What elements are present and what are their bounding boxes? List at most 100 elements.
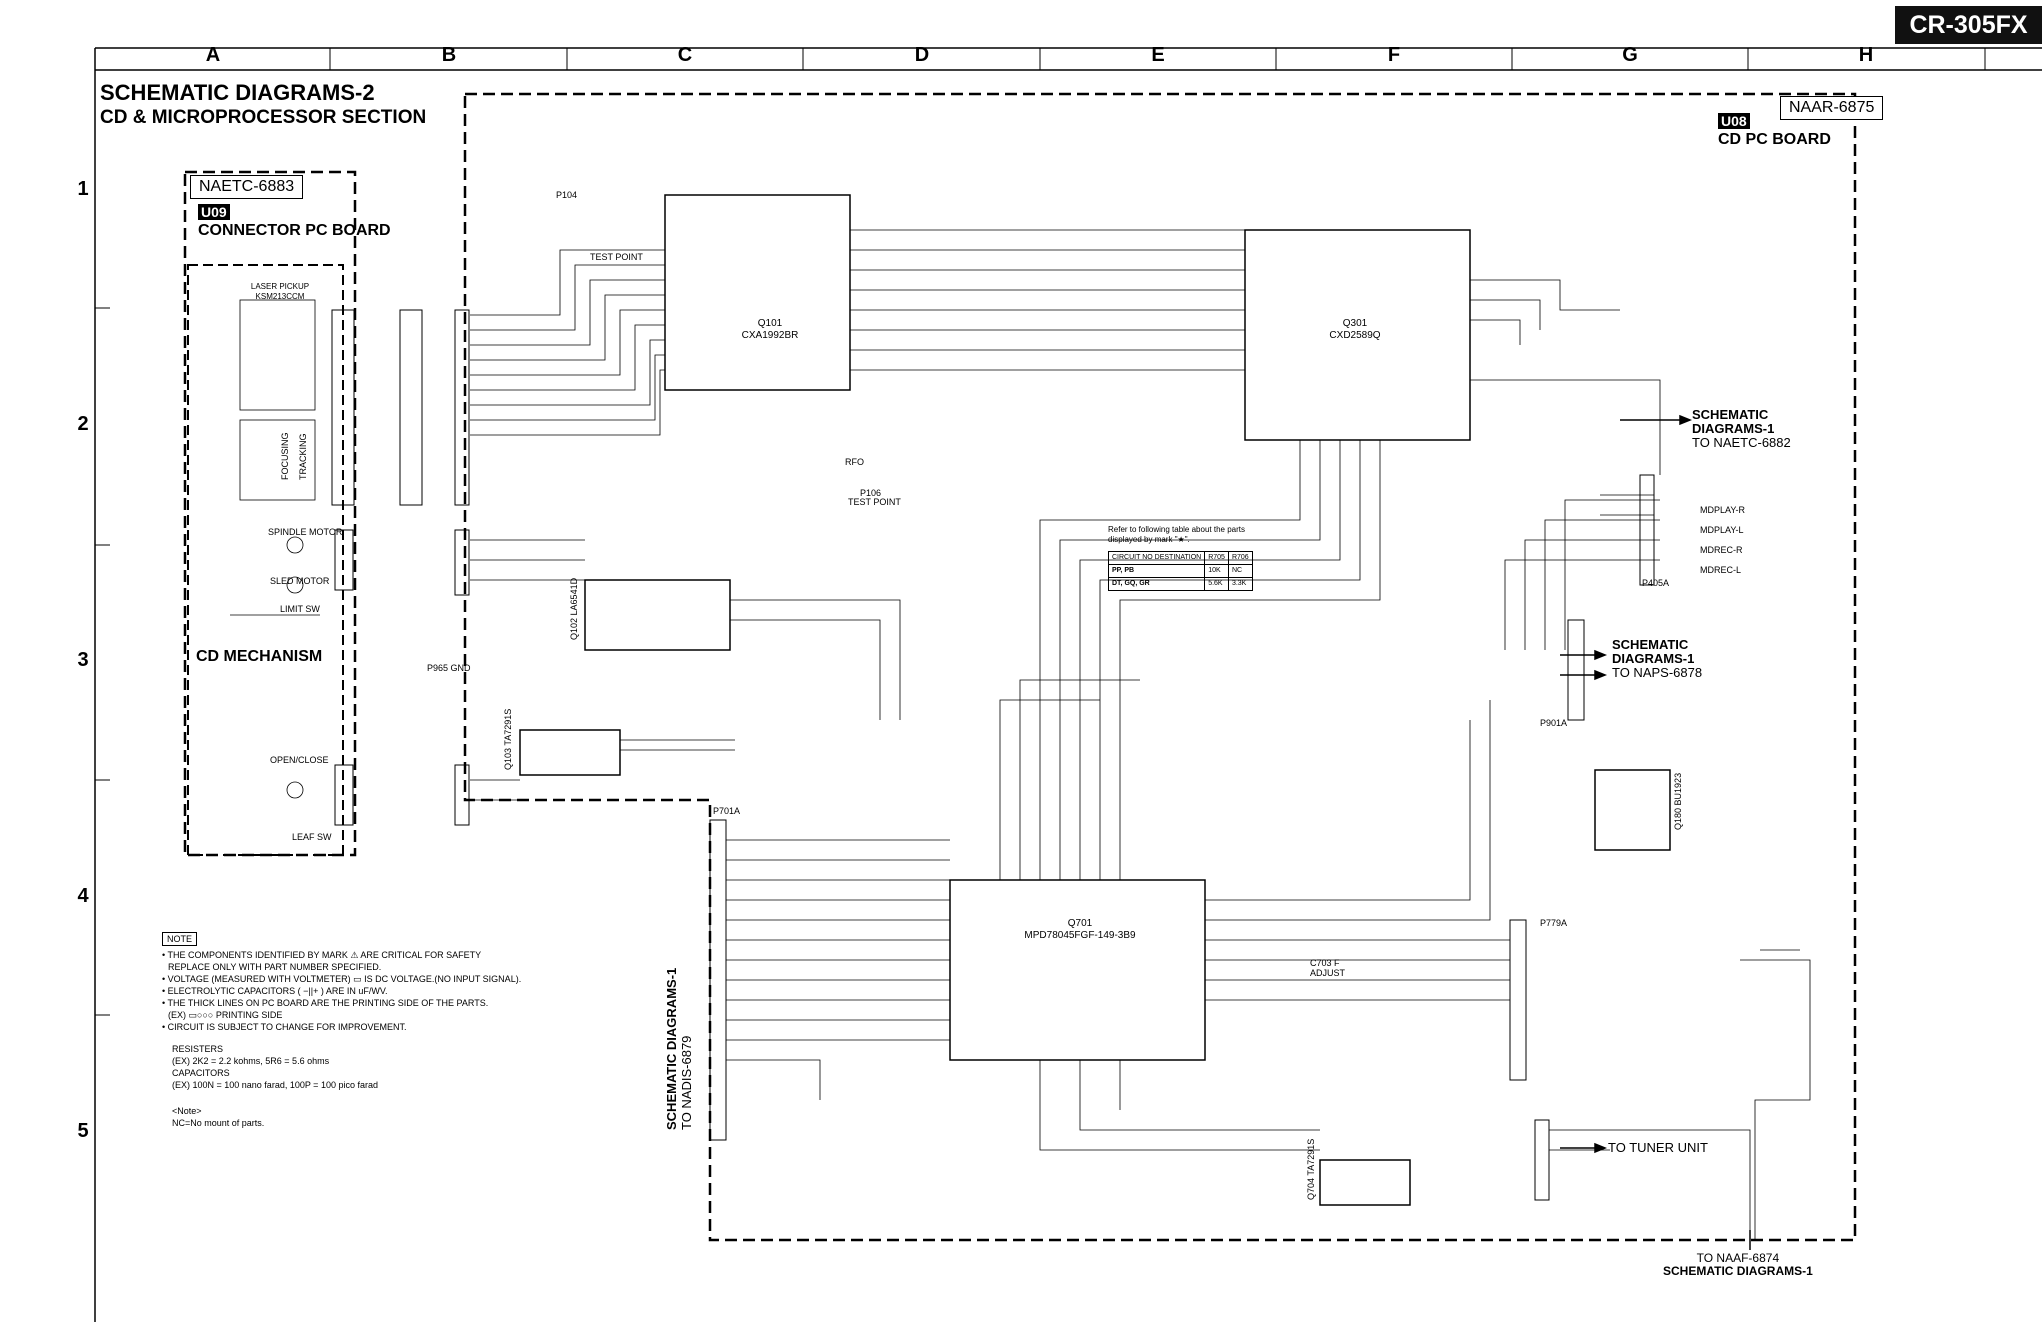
row-label-2: 2 bbox=[77, 413, 89, 435]
row-label-1: 1 bbox=[77, 178, 89, 200]
q704-label: Q704 TA7291S bbox=[1305, 1139, 1317, 1200]
p901a-label: P901A bbox=[1540, 718, 1568, 728]
p779a-label: P779A bbox=[1540, 918, 1568, 928]
note-item: • THE COMPONENTS IDENTIFIED BY MARK ⚠ AR… bbox=[162, 950, 482, 960]
q704-ref: Q704 bbox=[1306, 1177, 1316, 1200]
table-cell: PP, PB bbox=[1107, 564, 1206, 578]
f-adjust-label: C703 F ADJUST bbox=[1310, 958, 1346, 978]
row-label-3: 3 bbox=[77, 649, 89, 671]
column-label-f: F bbox=[1387, 44, 1401, 66]
cd-board-badge: U08 bbox=[1718, 113, 1750, 129]
q102-part: LA6541D bbox=[569, 577, 579, 616]
q180-label: Q180 BU1923 bbox=[1672, 773, 1684, 830]
q101-label: Q101 CXA1992BR bbox=[720, 318, 820, 342]
q103-label: Q103 TA7291S bbox=[502, 709, 514, 770]
q102-ref: Q102 bbox=[569, 617, 579, 640]
to-naetc-line2: DIAGRAMS-1 bbox=[1692, 421, 1775, 436]
table-cell: 3.3K bbox=[1227, 577, 1253, 591]
laser-pickup-label: LASER PICKUP KSM213CCM bbox=[240, 282, 320, 302]
to-naaf-line2: SCHEMATIC DIAGRAMS-1 bbox=[1663, 1264, 1813, 1278]
leaf-sw-label: LEAF SW bbox=[292, 832, 332, 842]
to-naaf-line1: TO NAAF-6874 bbox=[1696, 1251, 1780, 1265]
table-row: PP, PB 10K NC bbox=[1107, 564, 1253, 578]
resisters-example: (EX) 2K2 = 2.2 kohms, 5R6 = 5.6 ohms bbox=[172, 1056, 330, 1066]
test-point-label-2: TEST POINT bbox=[848, 497, 901, 507]
note2-title: <Note> bbox=[172, 1106, 202, 1116]
to-naps-line1: SCHEMATIC bbox=[1612, 637, 1689, 652]
q704-part: TA7291S bbox=[1306, 1138, 1316, 1176]
to-naetc-label: SCHEMATIC DIAGRAMS-1 TO NAETC-6882 bbox=[1692, 408, 1791, 450]
mdrec-l-label: MDREC-L bbox=[1700, 565, 1742, 575]
cd-board-label: U08 CD PC BOARD bbox=[1718, 113, 1831, 149]
column-label-g: G bbox=[1622, 44, 1638, 66]
note-item: • THE THICK LINES ON PC BOARD ARE THE PR… bbox=[162, 998, 489, 1008]
row-label-4: 4 bbox=[77, 885, 89, 907]
mdplay-l-label: MDPLAY-L bbox=[1700, 525, 1744, 535]
to-nadis-line1: SCHEMATIC DIAGRAMS-1 bbox=[664, 967, 679, 1130]
sled-motor-label: SLED MOTOR bbox=[270, 576, 330, 586]
p104-label: P104 bbox=[556, 190, 578, 200]
p405a-label: P405A bbox=[1642, 578, 1670, 588]
to-naps-label: SCHEMATIC DIAGRAMS-1 TO NAPS-6878 bbox=[1612, 638, 1702, 680]
title-line-1: SCHEMATIC DIAGRAMS-2 bbox=[100, 80, 375, 105]
laser-pickup-name: LASER PICKUP bbox=[250, 282, 310, 291]
q701-ref: Q701 bbox=[1067, 918, 1093, 929]
note-item: • ELECTROLYTIC CAPACITORS ( −||+ ) ARE I… bbox=[162, 986, 388, 996]
q102-label: Q102 LA6541D bbox=[568, 578, 580, 640]
mdrec-r-label: MDREC-R bbox=[1700, 545, 1743, 555]
open-close-label: OPEN/CLOSE bbox=[270, 755, 329, 765]
q101-part: CXA1992BR bbox=[741, 330, 799, 341]
table-cell: 5.6K bbox=[1204, 577, 1229, 591]
mdplay-r-label: MDPLAY-R bbox=[1700, 505, 1746, 515]
to-nadis-label: SCHEMATIC DIAGRAMS-1 TO NADIS-6879 bbox=[664, 968, 694, 1130]
table-header-cell: CIRCUIT NO DESTINATION bbox=[1107, 551, 1206, 565]
q301-part: CXD2589Q bbox=[1329, 330, 1381, 341]
q103-ref: Q103 bbox=[503, 747, 513, 770]
table-cell: 10K bbox=[1204, 564, 1229, 578]
to-naps-line3: TO NAPS-6878 bbox=[1612, 665, 1703, 680]
spindle-motor-label: SPINDLE MOTOR bbox=[268, 527, 343, 537]
model-tag: CR-305FX bbox=[1895, 6, 2042, 44]
laser-pickup-model: KSM213CCM bbox=[255, 292, 305, 301]
cd-board-code: NAAR-6875 bbox=[1780, 96, 1884, 120]
q301-label: Q301 CXD2589Q bbox=[1305, 318, 1405, 342]
connector-board-badge: U09 bbox=[198, 204, 230, 220]
to-tuner-label: TO TUNER UNIT bbox=[1608, 1140, 1708, 1155]
focusing-label: FOCUSING bbox=[280, 432, 290, 480]
column-label-a: A bbox=[205, 44, 221, 66]
q701-part: MPD78045FGF-149-3B9 bbox=[1024, 930, 1136, 941]
test-point-label-1: TEST POINT bbox=[590, 252, 643, 262]
note-item: REPLACE ONLY WITH PART NUMBER SPECIFIED. bbox=[168, 962, 382, 972]
connector-board-label: U09 CONNECTOR PC BOARD bbox=[198, 204, 391, 240]
q701-label: Q701 MPD78045FGF-149-3B9 bbox=[995, 918, 1165, 942]
table-header-cell: R705 bbox=[1204, 551, 1229, 565]
q101-ref: Q101 bbox=[757, 318, 783, 329]
note-item: (EX) ▭○○○ PRINTING SIDE bbox=[168, 1010, 283, 1020]
connector-board-code: NAETC-6883 bbox=[190, 175, 304, 199]
notes-block: NOTE • THE COMPONENTS IDENTIFIED BY MARK… bbox=[162, 932, 562, 1129]
column-label-b: B bbox=[441, 44, 457, 66]
table-cell: NC bbox=[1227, 564, 1253, 578]
q180-ref: Q180 bbox=[1673, 807, 1683, 830]
q180-part: BU1923 bbox=[1673, 772, 1683, 806]
table-row: CIRCUIT NO DESTINATION R705 R706 bbox=[1107, 551, 1253, 565]
refer-note: Refer to following table about the parts… bbox=[1107, 525, 1253, 591]
q301-ref: Q301 bbox=[1342, 318, 1368, 329]
refer-note-line2: displayed by mark "★". bbox=[1108, 535, 1190, 544]
capacitors-title: CAPACITORS bbox=[172, 1068, 230, 1078]
column-label-h: H bbox=[1858, 44, 1874, 66]
cd-mechanism-label: CD MECHANISM bbox=[196, 648, 323, 665]
tracking-label: TRACKING bbox=[298, 433, 308, 480]
title-line-2: CD & MICROPROCESSOR SECTION bbox=[100, 107, 427, 128]
p965-label: P965 GND bbox=[427, 663, 471, 673]
capacitors-example: (EX) 100N = 100 nano farad, 100P = 100 p… bbox=[172, 1080, 378, 1090]
p106-label: P106 bbox=[860, 488, 882, 498]
connector-board-name: CONNECTOR PC BOARD bbox=[198, 222, 391, 239]
q103-part: TA7291S bbox=[503, 708, 513, 746]
limit-sw-label: LIMIT SW bbox=[280, 604, 320, 614]
row-label-5: 5 bbox=[77, 1120, 89, 1142]
cd-board-name: CD PC BOARD bbox=[1718, 131, 1831, 148]
to-naetc-line3: TO NAETC-6882 bbox=[1692, 435, 1791, 450]
rfo-label: RFO bbox=[845, 457, 864, 467]
